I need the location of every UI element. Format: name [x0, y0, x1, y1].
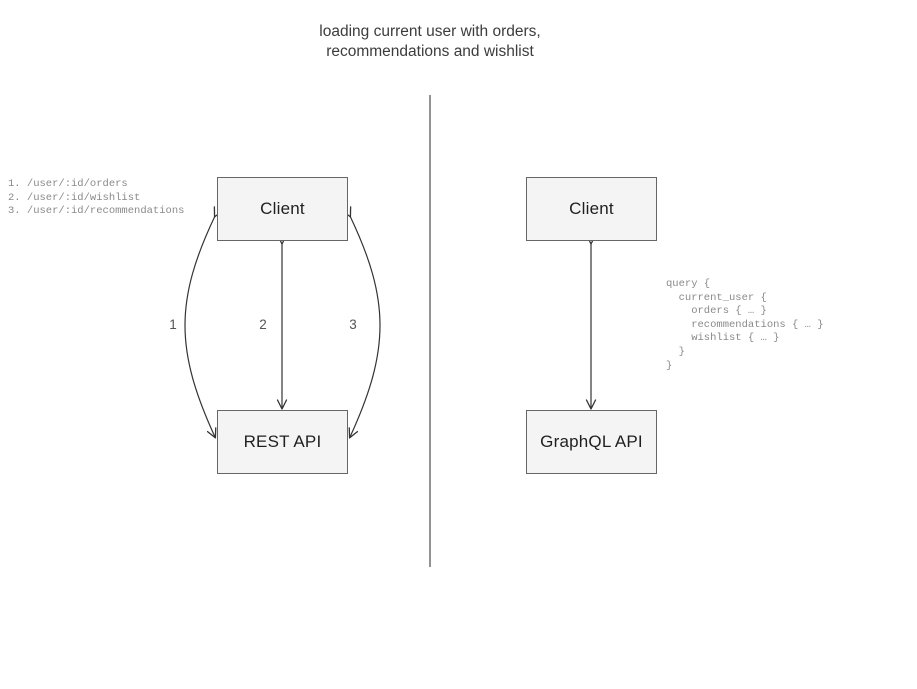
page-title: loading current user with orders, recomm… [319, 23, 541, 60]
node-rest-api[interactable]: REST API [217, 410, 348, 474]
edge-label-3: 3 [349, 317, 357, 332]
edge-label-1: 1 [169, 317, 177, 332]
graphql-query-annotation: query { current_user { orders { … } reco… [666, 278, 824, 372]
edge-rest-1 [184, 206, 224, 439]
node-client-graphql[interactable]: Client [526, 177, 657, 241]
node-client-rest[interactable]: Client [217, 177, 348, 241]
node-graphql-api[interactable]: GraphQL API [526, 410, 657, 474]
rest-endpoints-annotation: 1. /user/:id/orders 2. /user/:id/wishlis… [8, 178, 185, 218]
edge-label-2: 2 [259, 317, 267, 332]
